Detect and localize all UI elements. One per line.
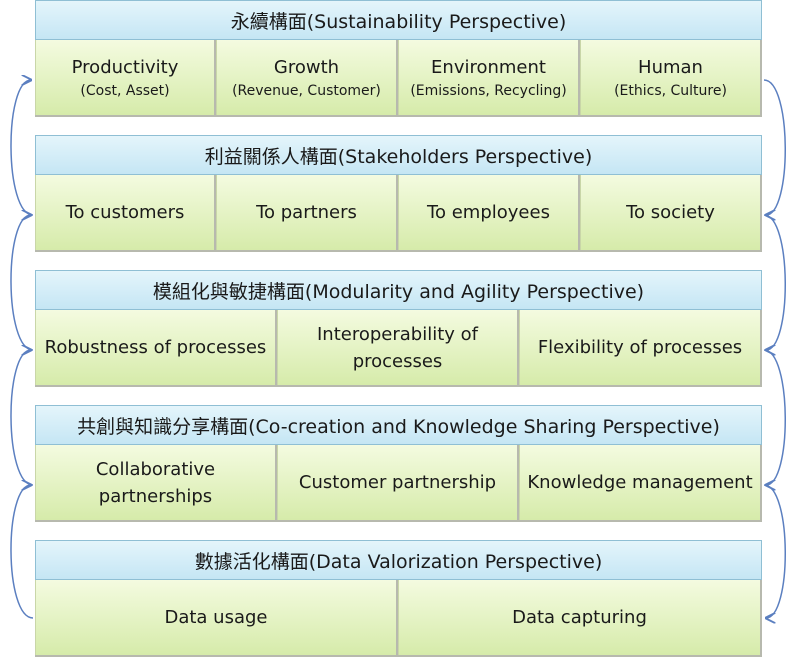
item-label: Collaborative partnerships	[95, 458, 216, 507]
item-label: Environment	[431, 57, 546, 78]
item-label: To partners	[256, 202, 357, 223]
perspective-item: Flexibility of processes	[519, 310, 762, 385]
item-sublabel: (Ethics, Culture)	[614, 83, 727, 99]
perspective-item: Data capturing	[398, 580, 762, 655]
item-sublabel: (Revenue, Customer)	[232, 83, 381, 99]
perspective-item: Collaborative partnerships	[35, 445, 277, 520]
perspective-item: Knowledge management	[519, 445, 762, 520]
item-label: To society	[626, 202, 715, 223]
perspective-title: 利益關係人構面(Stakeholders Perspective)	[35, 135, 762, 175]
perspective-block: 共創與知識分享構面(Co-creation and Knowledge Shar…	[35, 405, 762, 522]
item-label: Human	[638, 57, 703, 78]
perspective-title: 共創與知識分享構面(Co-creation and Knowledge Shar…	[35, 405, 762, 445]
item-label: Data capturing	[512, 607, 647, 628]
perspective-item: Customer partnership	[277, 445, 519, 520]
perspective-item: To partners	[216, 175, 398, 250]
perspective-title: 永續構面(Sustainability Perspective)	[35, 0, 762, 40]
perspective-item: Environment (Emissions, Recycling)	[398, 40, 580, 115]
perspective-items-row: Collaborative partnerships Customer partn…	[35, 445, 762, 522]
perspective-block: 模組化與敏捷構面(Modularity and Agility Perspect…	[35, 270, 762, 387]
perspective-item: Growth (Revenue, Customer)	[216, 40, 398, 115]
perspective-item: Data usage	[35, 580, 398, 655]
item-label: Knowledge management	[527, 472, 753, 493]
perspective-items-row: Data usage Data capturing	[35, 580, 762, 657]
item-label: To customers	[65, 202, 185, 223]
perspective-items-row: Robustness of processes Interoperability …	[35, 310, 762, 387]
item-label: To employees	[427, 202, 550, 223]
perspective-title: 模組化與敏捷構面(Modularity and Agility Perspect…	[35, 270, 762, 310]
item-sublabel: (Emissions, Recycling)	[410, 83, 567, 99]
perspective-items-row: Productivity (Cost, Asset) Growth (Revenue,…	[35, 40, 762, 117]
perspective-item: To society	[580, 175, 762, 250]
item-label: Productivity	[71, 57, 179, 78]
item-label: Customer partnership	[298, 472, 497, 493]
perspective-item: Interoperability of processes	[277, 310, 519, 385]
perspective-items-row: To customers To partners To employees To so…	[35, 175, 762, 252]
perspective-title: 數據活化構面(Data Valorization Perspective)	[35, 540, 762, 580]
perspective-item: Robustness of processes	[35, 310, 277, 385]
item-sublabel: (Cost, Asset)	[80, 83, 170, 99]
item-label: Robustness of processes	[44, 337, 267, 358]
perspective-item: To employees	[398, 175, 580, 250]
item-label: Data usage	[164, 607, 268, 628]
perspective-block: 永續構面(Sustainability Perspective)Producti…	[35, 0, 762, 117]
perspective-item: To customers	[35, 175, 216, 250]
perspective-item: Human (Ethics, Culture)	[580, 40, 762, 115]
perspective-block: 數據活化構面(Data Valorization Perspective)Dat…	[35, 540, 762, 657]
perspective-block: 利益關係人構面(Stakeholders Perspective)To cust…	[35, 135, 762, 252]
item-label: Interoperability of processes	[316, 323, 478, 372]
item-label: Growth	[273, 57, 340, 78]
item-label: Flexibility of processes	[537, 337, 743, 358]
perspective-item: Productivity (Cost, Asset)	[35, 40, 216, 115]
